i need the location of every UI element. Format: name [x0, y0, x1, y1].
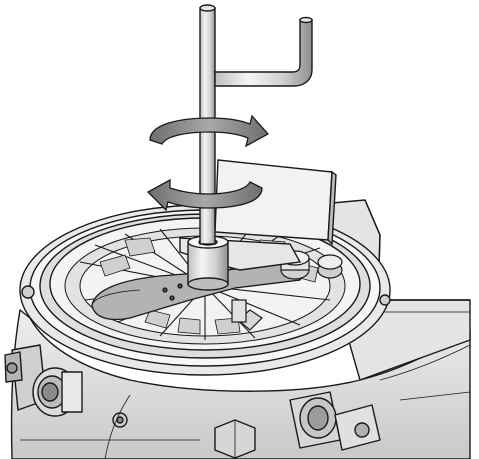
left-port-fitting: [32, 367, 83, 417]
rotation-arrow-icon: [146, 114, 270, 212]
hook-handle: [214, 16, 313, 87]
drive-shaft: [187, 4, 229, 291]
hex-nut: [214, 419, 256, 459]
right-port-fitting: [289, 391, 381, 451]
